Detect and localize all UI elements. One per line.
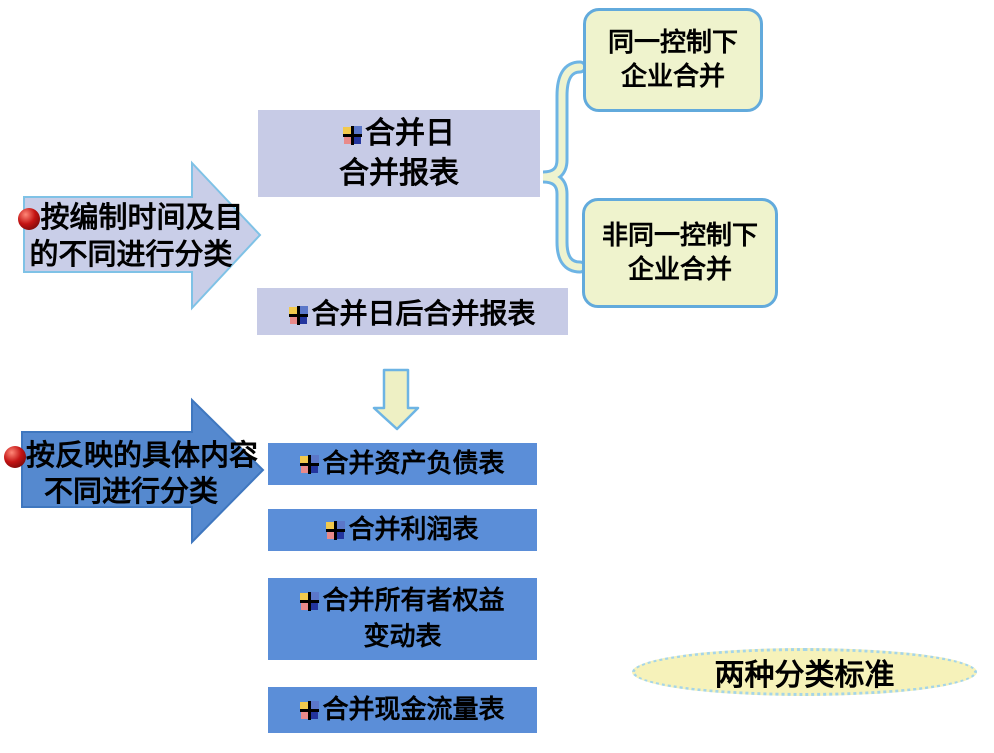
content-arrow-label-line1: 按反映的具体内容 <box>0 437 262 473</box>
red-sphere-icon <box>3 446 26 468</box>
colored-cross-icon <box>289 305 309 325</box>
after-merge-date-line: 合并日后合并报表 <box>289 292 536 332</box>
label: 合并资产负债表 <box>322 449 505 479</box>
after-merge-date-box: 合并日后合并报表 <box>257 288 568 335</box>
content-arrow-shape <box>21 397 265 545</box>
red-sphere-icon <box>18 208 41 230</box>
different-control-line2: 企业合并 <box>627 255 732 285</box>
content-arrow-label-line2: 不同进行分类 <box>0 473 262 509</box>
label: 合并利润表 <box>348 515 479 545</box>
label: 合并日 <box>365 115 455 151</box>
merge-date-box: 合并日 合并报表 <box>258 110 540 197</box>
down-arrow-shape <box>372 368 420 431</box>
time-arrow-label-line2: 的不同进行分类 <box>6 236 256 273</box>
balance-sheet-box: 合并资产负债表 <box>268 443 537 485</box>
colored-cross-icon <box>300 592 320 611</box>
time-arrow-label-line1: 按编制时间及目 <box>6 199 256 236</box>
two-standards-ellipse: 两种分类标准 <box>632 648 977 696</box>
colored-cross-icon <box>343 125 362 145</box>
label: 不同进行分类 <box>43 474 218 508</box>
label: 合并所有者权益 <box>322 586 505 616</box>
colored-cross-icon <box>300 455 320 474</box>
label: 合并日后合并报表 <box>311 296 536 330</box>
label: 变动表 <box>363 622 442 652</box>
same-control-box: 同一控制下 企业合并 <box>583 8 763 112</box>
income-statement-box: 合并利润表 <box>268 509 537 551</box>
time-arrow-shape <box>23 160 262 311</box>
same-control-line2: 企业合并 <box>620 62 725 92</box>
cash-flow-box: 合并现金流量表 <box>268 687 537 733</box>
brace-shape <box>542 60 585 274</box>
income-statement-line: 合并利润表 <box>326 512 479 548</box>
content-arrow-label: 按反映的具体内容 不同进行分类 <box>0 437 262 509</box>
different-control-box: 非同一控制下 企业合并 <box>582 198 778 308</box>
equity-change-line1: 合并所有者权益 <box>300 583 505 619</box>
different-control-line1: 非同一控制下 <box>601 221 758 251</box>
time-arrow-label: 按编制时间及目 的不同进行分类 <box>6 199 256 273</box>
colored-cross-icon <box>300 701 320 720</box>
merge-date-box-line1: 合并日 <box>343 114 455 154</box>
label: 按编制时间及目 <box>40 200 244 234</box>
equity-change-line2: 变动表 <box>363 619 441 655</box>
label: 合并现金流量表 <box>322 695 505 725</box>
merge-date-box-line2: 合并报表 <box>339 154 459 194</box>
cash-flow-line: 合并现金流量表 <box>300 692 505 728</box>
equity-change-box: 合并所有者权益 变动表 <box>268 578 537 660</box>
label: 合并报表 <box>339 155 459 191</box>
label: 的不同进行分类 <box>29 237 233 271</box>
two-standards-label: 两种分类标准 <box>714 658 895 693</box>
balance-sheet-line: 合并资产负债表 <box>300 446 505 482</box>
label: 按反映的具体内容 <box>25 438 258 472</box>
same-control-line1: 同一控制下 <box>607 28 738 58</box>
colored-cross-icon <box>326 521 346 540</box>
